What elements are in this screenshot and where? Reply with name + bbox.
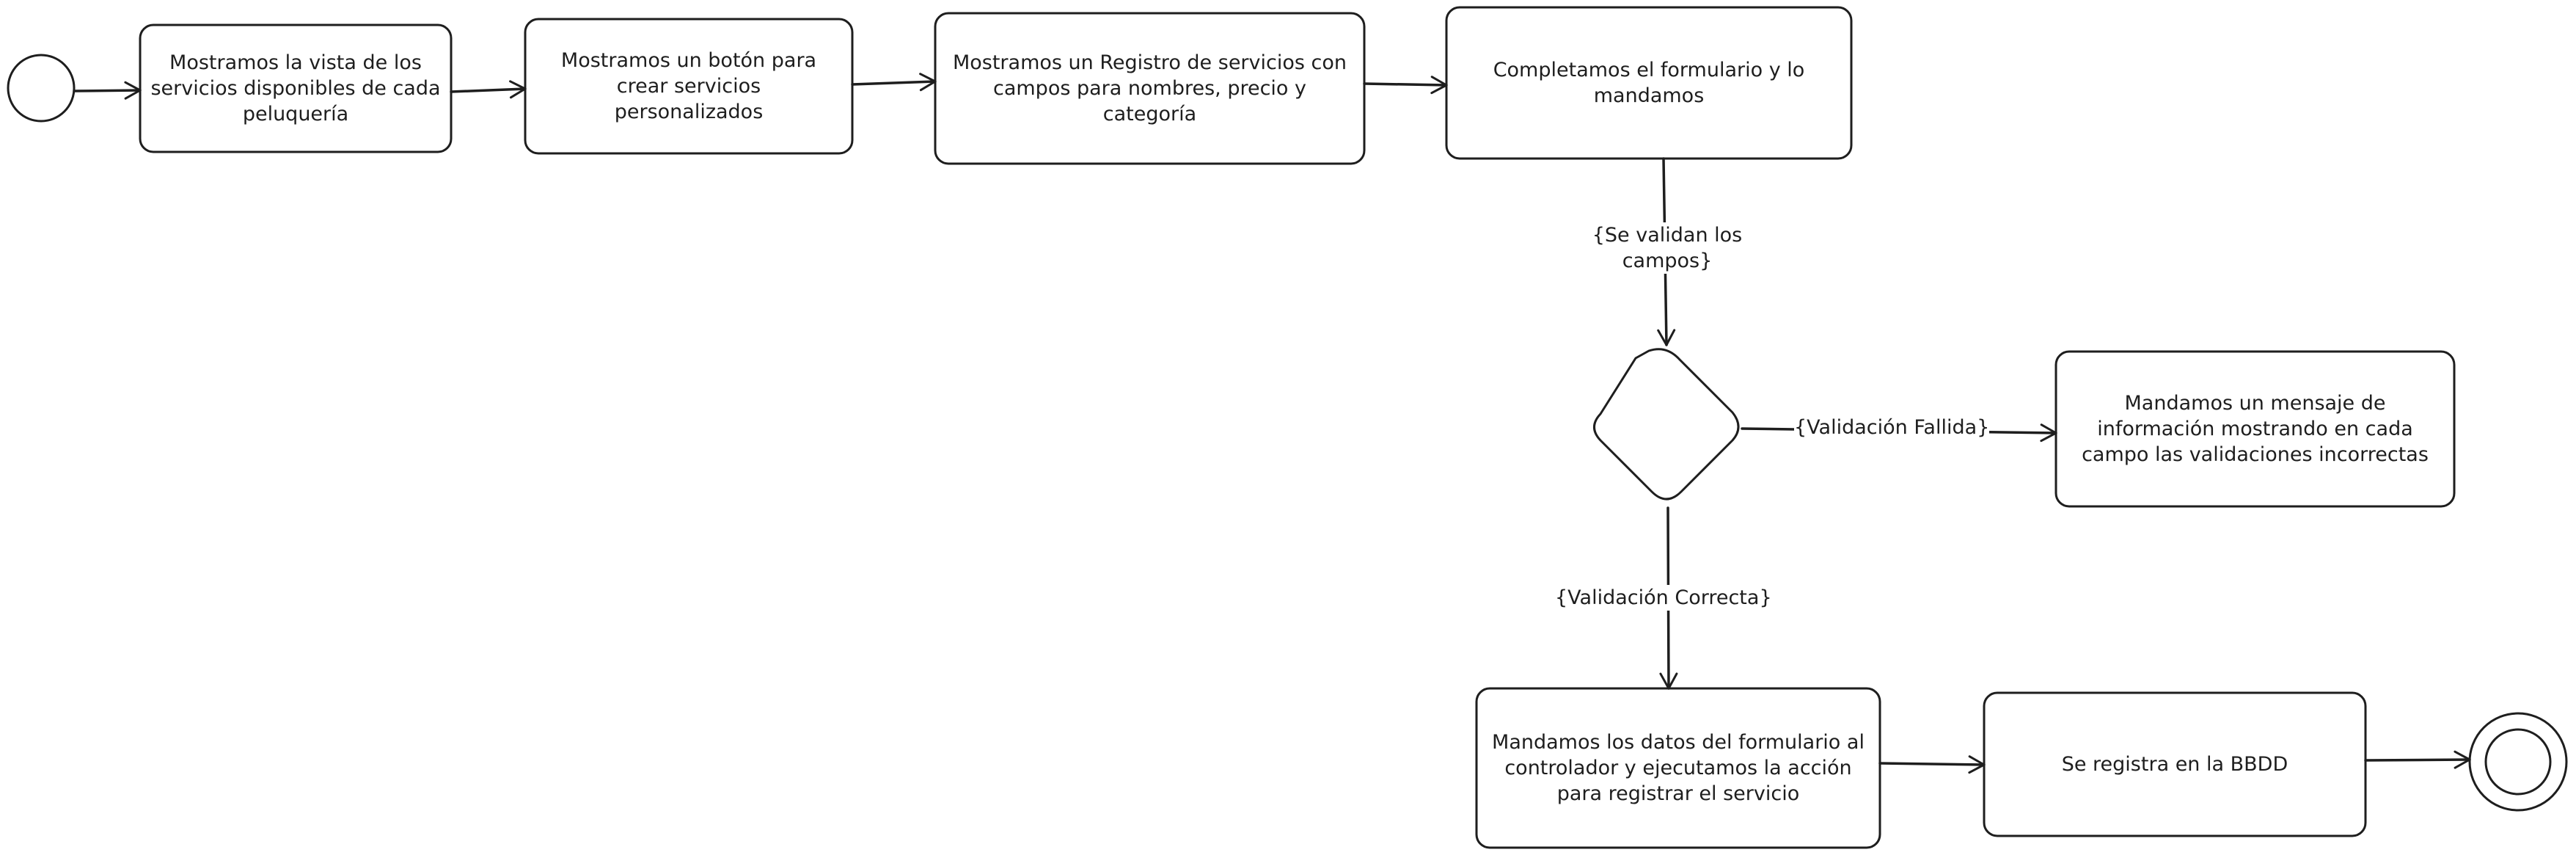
activity-text-6: Mandamos los datos del formulario al con… bbox=[1492, 731, 1865, 805]
edge-label-correct: {Validación Correcta} bbox=[1555, 585, 1772, 611]
arrow-6-to-7 bbox=[1878, 755, 1986, 774]
arrow-3-to-4 bbox=[1363, 76, 1448, 95]
activity-text-3: Mostramos un Registro de servicios con c… bbox=[952, 51, 1347, 125]
edge-label-failed: {Validación Fallida} bbox=[1794, 415, 1990, 440]
activity-text-1: Mostramos la vista de los servicios disp… bbox=[150, 51, 441, 125]
activity-text-7: Se registra en la BBDD bbox=[2061, 753, 2288, 776]
arrow-2-to-3 bbox=[851, 73, 937, 92]
activity-text-5: Mandamos un mensaje de información mostr… bbox=[2082, 392, 2429, 466]
activity-box-6 bbox=[1475, 687, 1881, 849]
edge-label-validate: {Se validan los campos} bbox=[1561, 222, 1774, 274]
arrow-start-to-1 bbox=[73, 81, 142, 100]
end-node-outer bbox=[2468, 712, 2568, 812]
activity-text-2: Mostramos un botón para crear servicios … bbox=[560, 49, 817, 123]
arrow-1-to-2 bbox=[450, 80, 527, 99]
activity-text-4: Completamos el formulario y lo mandamos bbox=[1493, 59, 1805, 107]
end-node-inner bbox=[2484, 728, 2552, 796]
decision-diamond bbox=[1593, 348, 1740, 501]
start-node bbox=[7, 54, 76, 123]
